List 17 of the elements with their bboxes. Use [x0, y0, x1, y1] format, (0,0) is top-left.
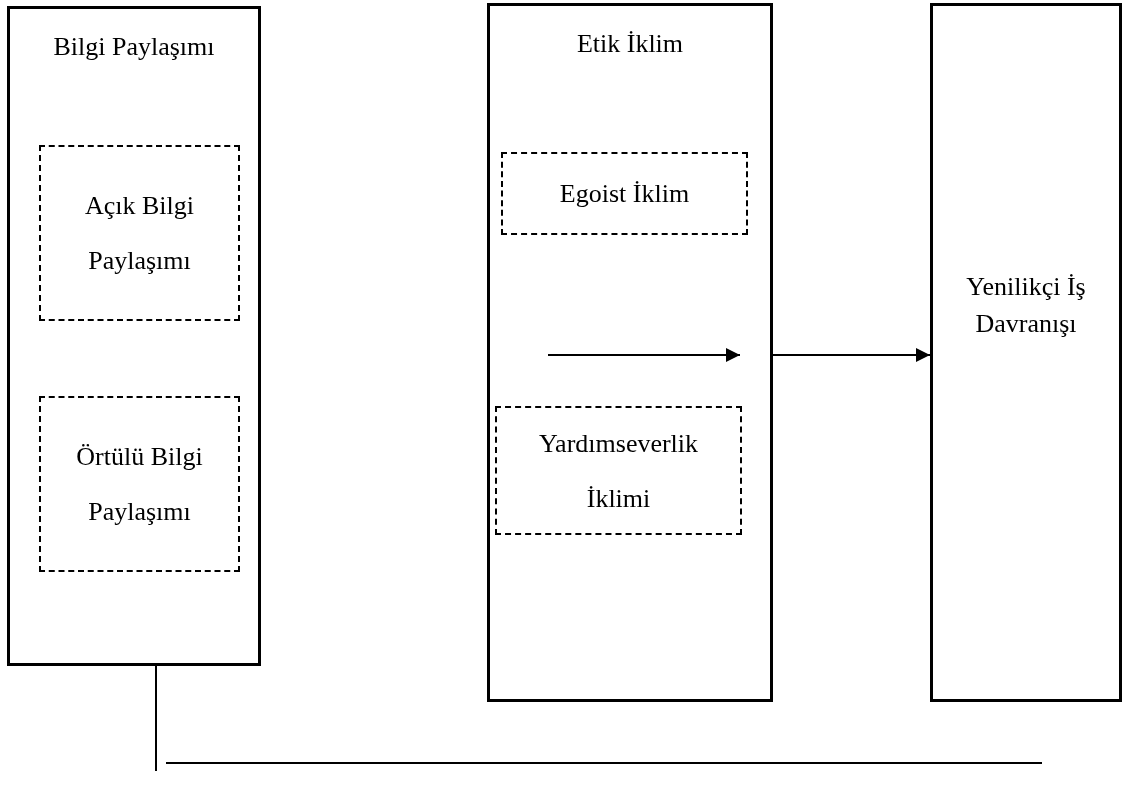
arrow	[772, 348, 931, 362]
box-label: Açık Bilgi Paylaşımı	[83, 190, 196, 277]
dimension-box	[39, 396, 240, 572]
box-heading: Bilgi Paylaşımı	[52, 31, 216, 63]
dimension-box	[495, 406, 742, 535]
box-heading: Etik İklim	[575, 28, 685, 60]
box-label: Egoist İklim	[559, 178, 690, 210]
connector-line	[155, 665, 157, 772]
construct-box	[487, 3, 773, 702]
box-label: Yardımseverlik İklimi	[537, 427, 700, 515]
dimension-box	[501, 152, 748, 235]
construct-box	[7, 6, 261, 666]
dimension-box	[39, 145, 240, 321]
construct-box	[930, 3, 1122, 702]
arrow	[547, 348, 741, 362]
box-label: Örtülü Bilgi Paylaşımı	[75, 441, 204, 528]
box-heading: Yenilikçi İş Davranışı	[966, 271, 1086, 340]
